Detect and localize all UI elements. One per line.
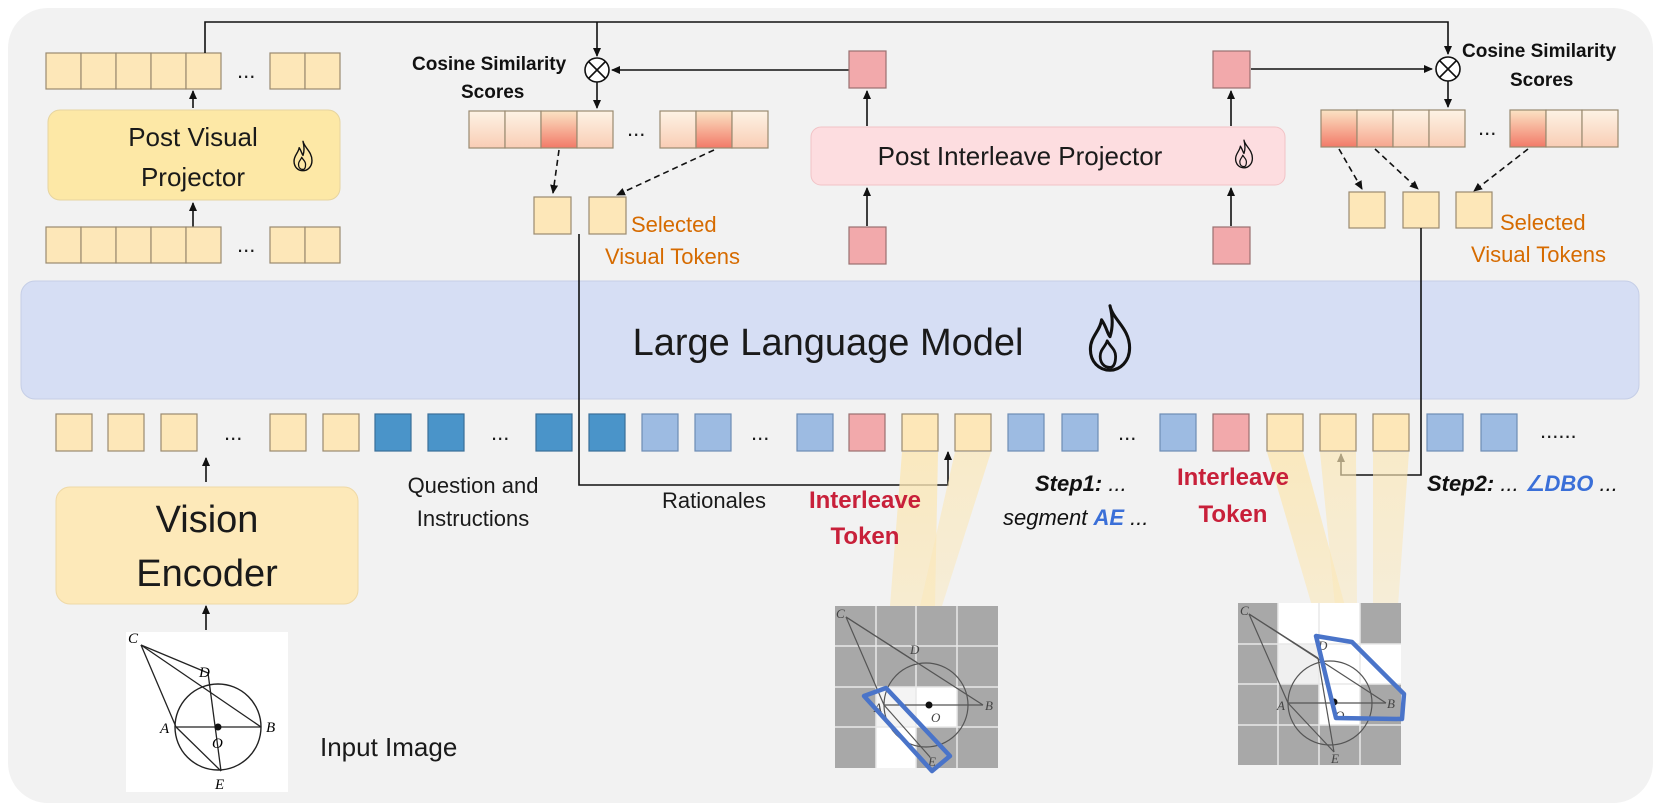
multiply-circle-icon-right bbox=[1435, 56, 1461, 82]
right-selected-tokens bbox=[1348, 191, 1493, 229]
post-interleave-projector-label: Post Interleave Projector bbox=[878, 141, 1163, 171]
selected-right-label-2: Visual Tokens bbox=[1471, 242, 1606, 267]
svg-text:D: D bbox=[909, 642, 920, 657]
beam bbox=[1373, 452, 1409, 606]
interleave-right-label-1: Interleave bbox=[1177, 464, 1289, 491]
svg-text:O: O bbox=[931, 710, 941, 725]
ellipsis: ... bbox=[491, 420, 509, 445]
post-visual-projector-label-2: Projector bbox=[141, 162, 245, 192]
svg-text:O: O bbox=[1335, 708, 1345, 723]
post-visual-projector-label-1: Post Visual bbox=[128, 122, 258, 152]
svg-text:A: A bbox=[873, 700, 882, 715]
ellipsis-long: ...... bbox=[1540, 418, 1577, 443]
cosine-right-label-1: Cosine Similarity bbox=[1462, 41, 1617, 62]
ellipsis: ... bbox=[1478, 115, 1496, 140]
ellipsis: ... bbox=[1118, 420, 1136, 445]
step1-line2: segment AE ... bbox=[1003, 505, 1149, 530]
llm-label: Large Language Model bbox=[633, 322, 1024, 364]
svg-text:C: C bbox=[1240, 603, 1249, 618]
selected-left-label-2: Visual Tokens bbox=[605, 244, 740, 269]
post-visual-input-tokens: ... bbox=[45, 226, 341, 264]
interleave-right-label-2: Token bbox=[1199, 501, 1268, 528]
right-similarity-tokens: ... bbox=[1320, 109, 1619, 148]
ellipsis: ... bbox=[237, 58, 255, 83]
ellipsis: ... bbox=[627, 116, 645, 141]
svg-text:A: A bbox=[159, 721, 170, 737]
svg-text:C: C bbox=[128, 631, 139, 647]
ellipsis: ... bbox=[751, 420, 769, 445]
patch-image-2: C D A O B E bbox=[1238, 603, 1407, 766]
token-sequence: ... ... ... ... ...... bbox=[55, 413, 1577, 452]
svg-text:B: B bbox=[985, 698, 993, 713]
beam bbox=[1267, 452, 1345, 606]
vision-encoder-label-2: Encoder bbox=[136, 553, 278, 595]
svg-text:E: E bbox=[927, 754, 936, 769]
beam bbox=[1320, 452, 1357, 606]
cosine-left-label-2: Scores bbox=[461, 82, 524, 103]
interleave-input-tokens bbox=[848, 226, 1251, 265]
selected-left-label-1: Selected bbox=[631, 212, 717, 237]
beam bbox=[920, 452, 991, 606]
left-selected-tokens bbox=[533, 196, 627, 235]
svg-text:B: B bbox=[266, 720, 275, 736]
svg-text:O: O bbox=[212, 736, 223, 752]
svg-text:E: E bbox=[1330, 751, 1339, 766]
svg-text:A: A bbox=[1276, 698, 1285, 713]
selected-right-label-1: Selected bbox=[1500, 210, 1586, 235]
question-label-2: Instructions bbox=[417, 506, 530, 531]
interleave-left-label-1: Interleave bbox=[809, 487, 921, 514]
llm-box: Large Language Model bbox=[20, 280, 1640, 400]
vision-encoder-box: Vision Encoder bbox=[55, 486, 359, 605]
highlight-box bbox=[1313, 633, 1407, 722]
svg-text:C: C bbox=[836, 606, 845, 621]
cosine-right-label-2: Scores bbox=[1510, 70, 1573, 91]
step1-line1: Step1: ... bbox=[1035, 471, 1127, 496]
question-label-1: Question and bbox=[408, 473, 539, 498]
multiply-circle-icon-left bbox=[584, 57, 610, 83]
input-image: C D A O B E bbox=[126, 631, 288, 793]
cosine-left-label-1: Cosine Similarity bbox=[412, 54, 567, 75]
beam bbox=[890, 452, 938, 606]
step2-line: Step2: ... ∠DBO ... bbox=[1427, 471, 1618, 496]
svg-text:D: D bbox=[198, 665, 210, 681]
interleave-output-tokens bbox=[848, 50, 1251, 89]
ellipsis: ... bbox=[237, 232, 255, 257]
patch-image-1: C D A O B E bbox=[835, 606, 998, 774]
post-visual-output-tokens: ... bbox=[45, 52, 341, 90]
post-interleave-projector-box: Post Interleave Projector bbox=[810, 126, 1286, 186]
ellipsis: ... bbox=[224, 420, 242, 445]
rationales-label: Rationales bbox=[662, 488, 766, 513]
input-image-label: Input Image bbox=[320, 732, 457, 762]
svg-text:D: D bbox=[1317, 638, 1328, 653]
svg-text:E: E bbox=[214, 777, 224, 793]
svg-text:B: B bbox=[1387, 696, 1395, 711]
left-similarity-tokens: ... bbox=[468, 110, 769, 149]
vision-encoder-label-1: Vision bbox=[156, 499, 259, 541]
highlight-box bbox=[861, 685, 953, 774]
interleave-left-label-2: Token bbox=[831, 523, 900, 550]
post-visual-projector-box: Post Visual Projector bbox=[47, 109, 341, 201]
